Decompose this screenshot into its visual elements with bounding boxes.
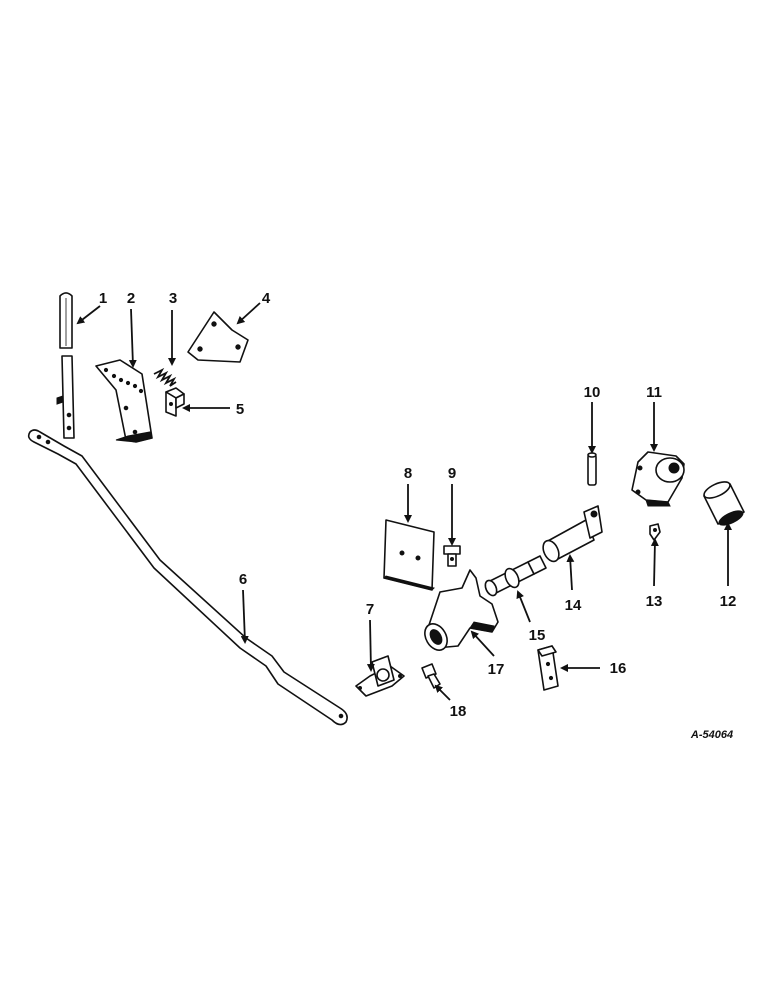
leader-1 — [76, 305, 101, 325]
leader-2 — [128, 308, 137, 368]
part-7-bracket — [355, 655, 405, 697]
callout-12: 12 — [720, 593, 737, 610]
callout-13: 13 — [646, 593, 663, 610]
part-6-rod — [27, 429, 348, 726]
callout-14: 14 — [565, 597, 582, 614]
part-8-plate — [383, 519, 435, 591]
part-10-pin — [587, 452, 597, 486]
leader-15 — [516, 590, 531, 623]
callout-2: 2 — [127, 290, 135, 307]
part-3-spring — [153, 367, 177, 387]
callout-7: 7 — [366, 601, 374, 618]
part-14-shaft-arm — [542, 505, 603, 563]
callout-18: 18 — [450, 703, 467, 720]
part-16-bracket — [537, 645, 559, 691]
callout-11: 11 — [646, 384, 662, 401]
part-12-bushing — [703, 481, 745, 526]
drawing-reference-code: A-54064 — [690, 729, 733, 741]
leader-14 — [566, 554, 575, 591]
callout-8: 8 — [404, 465, 412, 482]
part-4-plate — [187, 311, 249, 363]
callout-15: 15 — [529, 627, 546, 644]
part-18-bolt — [421, 663, 441, 689]
part-9-fitting — [443, 545, 461, 567]
callout-17: 17 — [488, 661, 505, 678]
callout-6: 6 — [239, 571, 247, 588]
part-11-clevis — [631, 451, 685, 507]
part-15-shaft — [484, 555, 547, 597]
leader-4 — [236, 302, 261, 325]
leader-7 — [366, 619, 375, 672]
callout-4: 4 — [262, 290, 271, 307]
leader-18 — [434, 684, 451, 701]
part-5-angle-bracket — [165, 387, 185, 417]
leader-6 — [240, 589, 249, 644]
part-1-bar-lower — [56, 355, 75, 439]
callout-5: 5 — [236, 401, 244, 418]
leader-13 — [650, 538, 659, 587]
callout-16: 16 — [610, 660, 627, 677]
callout-9: 9 — [448, 465, 456, 482]
callout-1: 1 — [99, 290, 107, 307]
leader-17 — [470, 630, 495, 657]
part-1-bar-upper — [59, 292, 73, 349]
part-2-sector-plate — [95, 359, 153, 443]
callout-3: 3 — [169, 290, 177, 307]
part-13-clip — [649, 523, 661, 541]
callout-10: 10 — [584, 384, 601, 401]
part-17-fork — [424, 569, 499, 651]
